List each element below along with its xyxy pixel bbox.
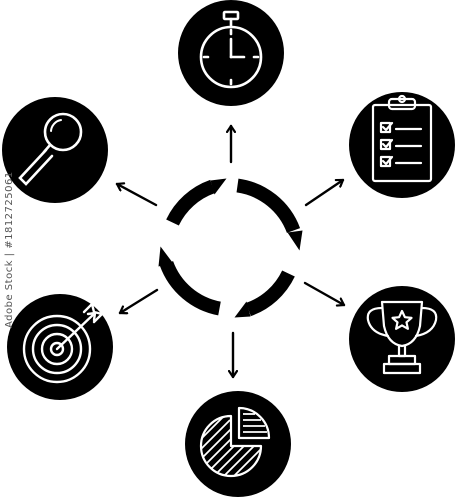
arrow-to-goal <box>118 288 159 313</box>
node-time <box>178 0 284 106</box>
node-success <box>349 286 455 392</box>
arrow-to-checklist <box>304 178 345 207</box>
arrow-to-success <box>303 281 346 305</box>
node-research <box>2 97 108 203</box>
trophy-icon <box>366 300 438 375</box>
target-dart-icon <box>22 301 105 384</box>
connector-arrows <box>115 124 346 379</box>
stopwatch-icon <box>199 10 263 89</box>
arrow-to-research <box>115 184 158 207</box>
magnifying-glass-icon <box>18 112 83 186</box>
node-checklist <box>349 92 455 198</box>
node-analytics <box>185 391 291 497</box>
clipboard-checklist-icon <box>371 94 433 183</box>
cycle-arrows-icon <box>158 178 303 318</box>
node-goal <box>7 294 113 400</box>
stock-watermark: Adobe Stock | #1812725061 <box>4 171 15 329</box>
